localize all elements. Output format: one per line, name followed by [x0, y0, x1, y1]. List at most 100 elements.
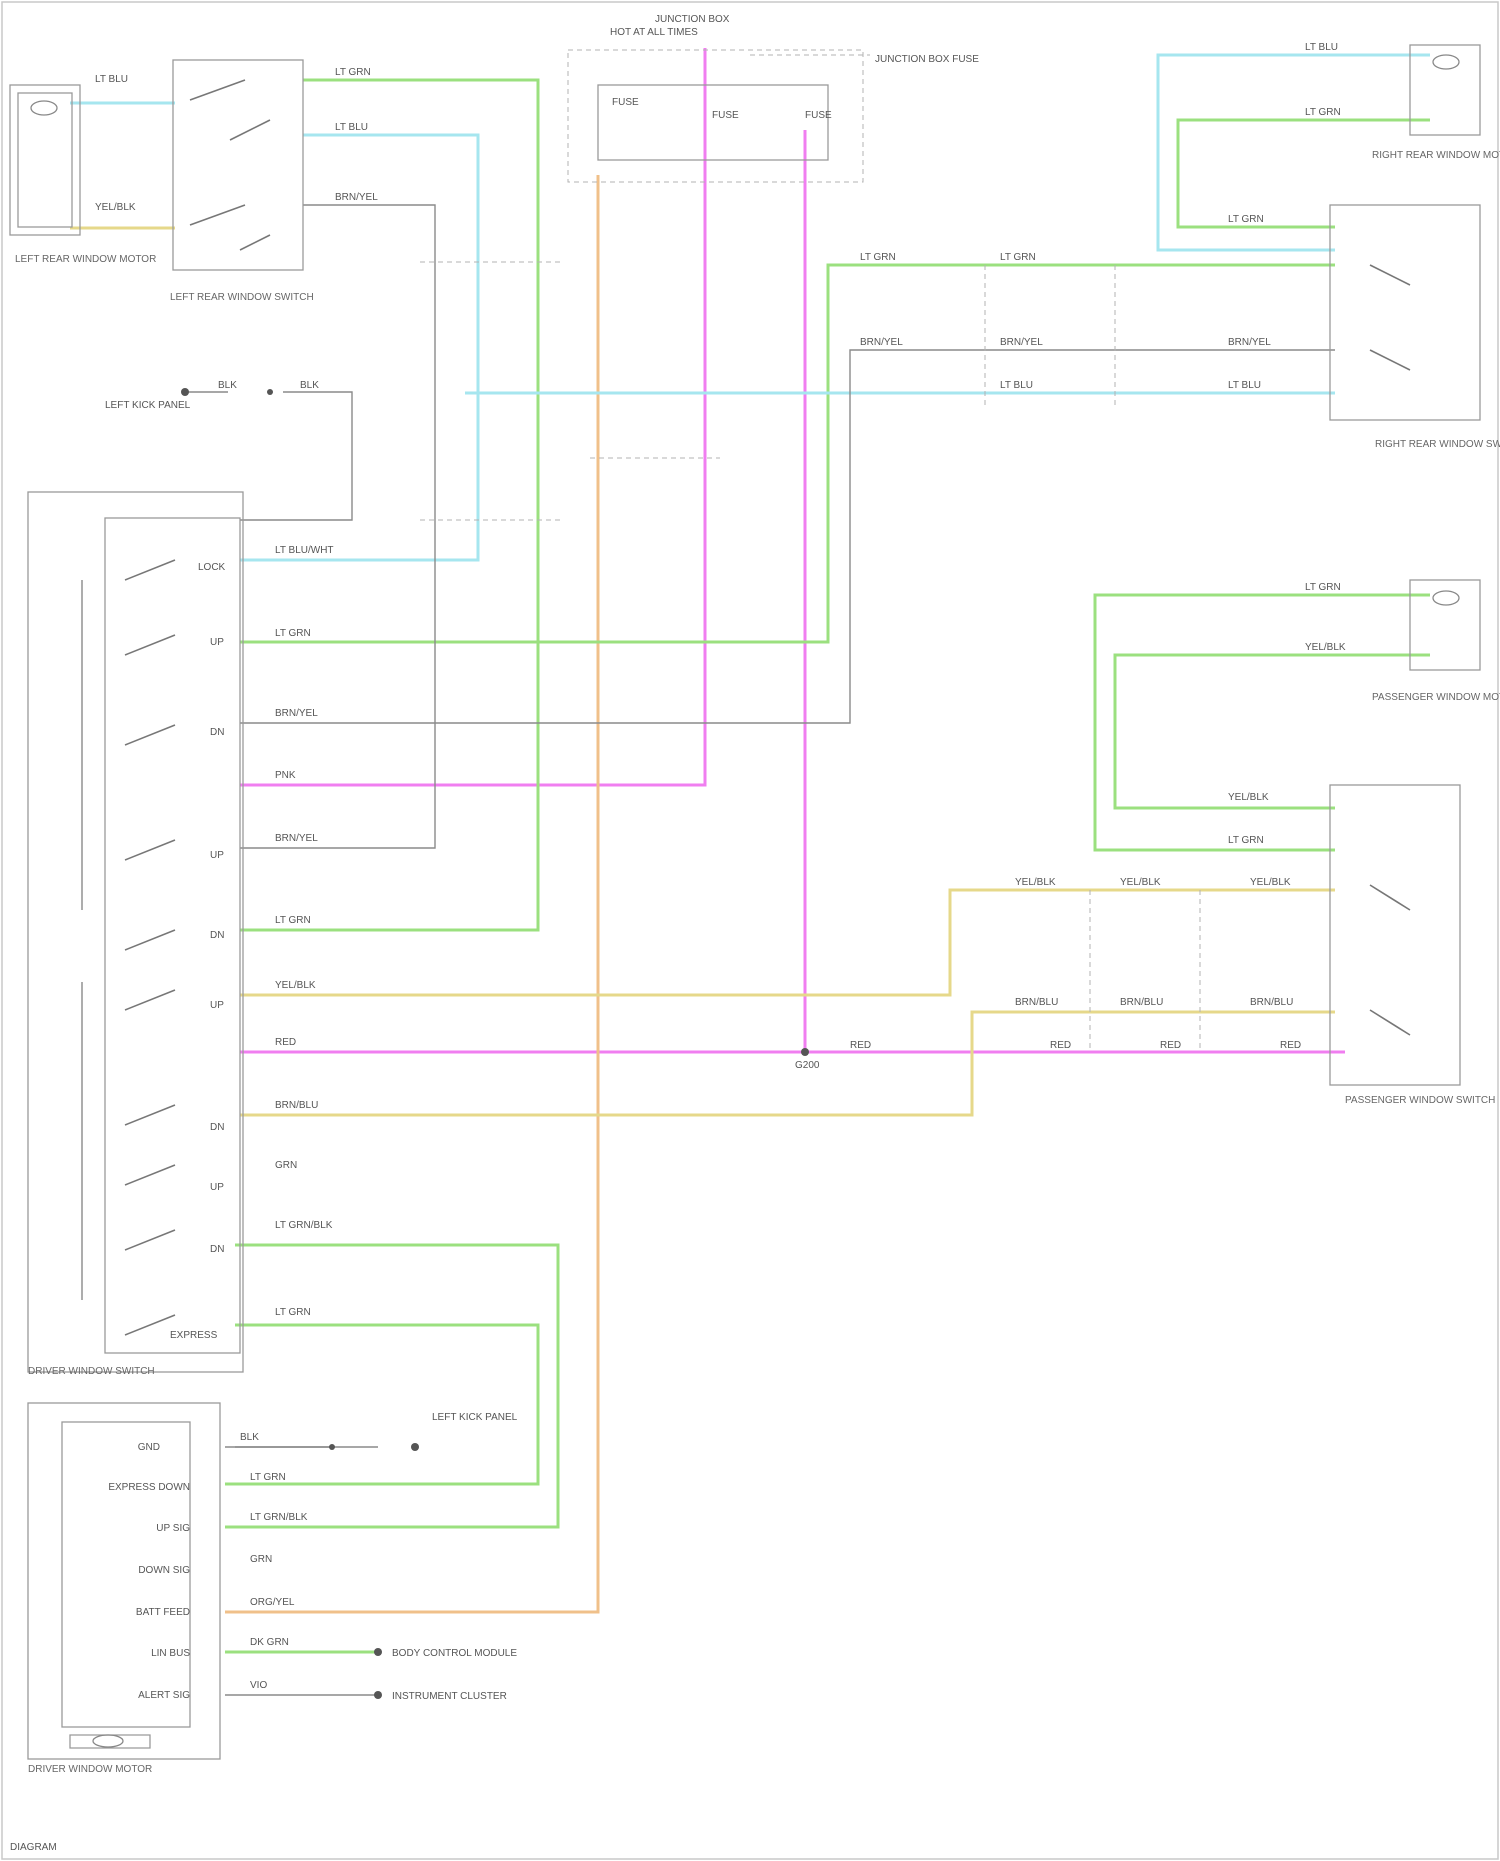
- wire-label-lt-grn-blk-2: LT GRN/BLK: [250, 1512, 308, 1523]
- switch-label-9: EXPRESS: [170, 1330, 218, 1341]
- right-rear-switch: RIGHT REAR WINDOW SWITCH: [1330, 205, 1500, 450]
- wire-label-blk-1: BLK: [218, 380, 237, 391]
- wire-label-yel-blk-2: YEL/BLK: [1305, 642, 1346, 653]
- wire-label-red-2: RED: [850, 1040, 871, 1051]
- left-kick-ground: LEFT KICK PANEL BLK BLK: [105, 380, 319, 411]
- left-rear-motor-label: LEFT REAR WINDOW MOTOR: [15, 254, 156, 265]
- fuse-1-label: FUSE: [612, 97, 639, 108]
- external-label-1: BODY CONTROL MODULE: [392, 1648, 517, 1659]
- wire-label-lt-grn-4: LT GRN: [275, 1307, 311, 1318]
- wire-label-brn-blu-2: BRN/BLU: [1015, 997, 1058, 1008]
- wire-label-org-yel-1: ORG/YEL: [250, 1597, 295, 1608]
- cyan-wires: [70, 55, 1430, 560]
- wire-label-lt-blu-2: LT BLU: [1000, 380, 1033, 391]
- fuse-2-label: FUSE: [712, 110, 739, 121]
- right-rear-switch-label: RIGHT REAR WINDOW SWITCH: [1375, 439, 1500, 450]
- fuse-box-title: HOT AT ALL TIMES: [610, 27, 698, 38]
- wire-label-brn-yel-2: BRN/YEL: [275, 708, 318, 719]
- motor-icon: [31, 101, 57, 115]
- wire-label-lt-grn-2: LT GRN: [275, 628, 311, 639]
- passenger-switch-label: PASSENGER WINDOW SWITCH: [1345, 1095, 1495, 1106]
- wire-label-lt-grn-9: LT GRN: [1228, 214, 1264, 225]
- wire-label-blk-3: BLK: [240, 1432, 259, 1443]
- wire-labels: LT GRN LT BLU BRN/YEL LT BLU/WHT LT GRN …: [95, 42, 1346, 1691]
- wire-label-brn-yel-6: BRN/YEL: [1228, 337, 1271, 348]
- switch-label-6: DN: [210, 1122, 224, 1133]
- switch-label-0: LOCK: [198, 562, 226, 573]
- left-rear-switch-label: LEFT REAR WINDOW SWITCH: [170, 292, 314, 303]
- gray-wires: [185, 205, 1335, 1695]
- module-pin-5: LIN BUS: [151, 1648, 190, 1659]
- wire-label-yel-blk-5: YEL/BLK: [1120, 877, 1161, 888]
- wire-label-lt-grn-8: LT GRN: [1305, 107, 1341, 118]
- orange-wires: [225, 175, 598, 1612]
- wire-label-red-5: RED: [1280, 1040, 1301, 1051]
- module-pin-1: EXPRESS DOWN: [108, 1482, 190, 1493]
- right-rear-motor-label: RIGHT REAR WINDOW MOTOR: [1372, 150, 1500, 161]
- wire-label-lt-blu-1: LT BLU: [335, 122, 368, 133]
- wire-label-red-1: RED: [275, 1037, 296, 1048]
- switch-label-2: DN: [210, 727, 224, 738]
- footer-label: DIAGRAM: [10, 1842, 57, 1853]
- wire-label-brn-blu-4: BRN/BLU: [1250, 997, 1293, 1008]
- left-kick-label-2: LEFT KICK PANEL: [432, 1412, 518, 1423]
- wire-label-brn-yel-3: BRN/YEL: [275, 833, 318, 844]
- module-pin-3: DOWN SIG: [138, 1565, 190, 1576]
- wire-label-brn-yel-4: BRN/YEL: [860, 337, 903, 348]
- module-pin-0: GND: [138, 1442, 160, 1453]
- wire-label-brn-yel-5: BRN/YEL: [1000, 337, 1043, 348]
- module-pin-6: ALERT SIG: [138, 1690, 190, 1701]
- wire-label-lt-grn-1: LT GRN: [335, 67, 371, 78]
- switch-label-8: DN: [210, 1244, 224, 1255]
- fuse-3-label: FUSE: [805, 110, 832, 121]
- left-rear-motor: LEFT REAR WINDOW MOTOR: [10, 85, 156, 265]
- wire-label-yel-blk-4: YEL/BLK: [1015, 877, 1056, 888]
- wire-label-red-3: RED: [1050, 1040, 1071, 1051]
- motor-icon: [1433, 591, 1459, 605]
- driver-window-motor-label: DRIVER WINDOW MOTOR: [28, 1764, 152, 1775]
- driver-window-switch-label: DRIVER WINDOW SWITCH: [28, 1366, 155, 1377]
- driver-window-switch: LOCK UP DN UP DN UP DN UP DN EXPRESS DRI…: [28, 492, 243, 1377]
- wire-label-brn-yel-1: BRN/YEL: [335, 192, 378, 203]
- wire-label-grn-1: GRN: [275, 1160, 297, 1171]
- wire-label-yel-blk-6: YEL/BLK: [1250, 877, 1291, 888]
- left-kick-label: LEFT KICK PANEL: [105, 400, 191, 411]
- fuse-box: HOT AT ALL TIMES JUNCTION BOX FUSE FUSE …: [568, 14, 979, 182]
- wire-label-lt-blu-5: LT BLU: [95, 74, 128, 85]
- wire-label-brn-blu-3: BRN/BLU: [1120, 997, 1163, 1008]
- external-label-2: INSTRUMENT CLUSTER: [392, 1691, 507, 1702]
- passenger-motor-label: PASSENGER WINDOW MOTOR: [1372, 692, 1500, 703]
- switch-label-3: UP: [210, 850, 224, 861]
- module-pin-2: UP SIG: [156, 1523, 190, 1534]
- wire-label-lt-blu-3: LT BLU: [1228, 380, 1261, 391]
- module-pin-4: BATT FEED: [136, 1607, 190, 1618]
- wire-label-yel-blk-7: YEL/BLK: [95, 202, 136, 213]
- passenger-motor: PASSENGER WINDOW MOTOR: [1372, 580, 1500, 703]
- wire-label-pnk-1: PNK: [275, 770, 296, 781]
- passenger-switch: PASSENGER WINDOW SWITCH: [1330, 785, 1495, 1106]
- wire-label-yel-blk-3: YEL/BLK: [1228, 792, 1269, 803]
- wire-label-lt-grn-10: LT GRN: [1305, 582, 1341, 593]
- switch-label-4: DN: [210, 930, 224, 941]
- driver-window-motor: GND EXPRESS DOWN UP SIG DOWN SIG BATT FE…: [28, 1403, 518, 1775]
- switch-label-7: UP: [210, 1182, 224, 1193]
- wire-label-lt-grn-11: LT GRN: [1228, 835, 1264, 846]
- motor-icon: [1433, 55, 1459, 69]
- fuse-box-subtitle: JUNCTION BOX: [655, 14, 730, 25]
- wire-label-lt-grn-5: LT GRN: [250, 1472, 286, 1483]
- switch-label-1: UP: [210, 637, 224, 648]
- wire-label-brn-blu-1: BRN/BLU: [275, 1100, 318, 1111]
- wire-label-blk-2: BLK: [300, 380, 319, 391]
- wire-label-lt-grn-3: LT GRN: [275, 915, 311, 926]
- fuse-box-note: JUNCTION BOX FUSE: [875, 54, 979, 65]
- wire-label-dk-grn-1: DK GRN: [250, 1637, 289, 1648]
- wire-label-grn-2: GRN: [250, 1554, 272, 1565]
- wire-label-lt-grn-blk-1: LT GRN/BLK: [275, 1220, 333, 1231]
- wire-label-vio-1: VIO: [250, 1680, 267, 1691]
- wire-label-yel-blk-1: YEL/BLK: [275, 980, 316, 991]
- left-rear-switch: LEFT REAR WINDOW SWITCH: [170, 60, 314, 303]
- ground-label: G200: [795, 1060, 820, 1071]
- wire-label-lt-grn-7: LT GRN: [1000, 252, 1036, 263]
